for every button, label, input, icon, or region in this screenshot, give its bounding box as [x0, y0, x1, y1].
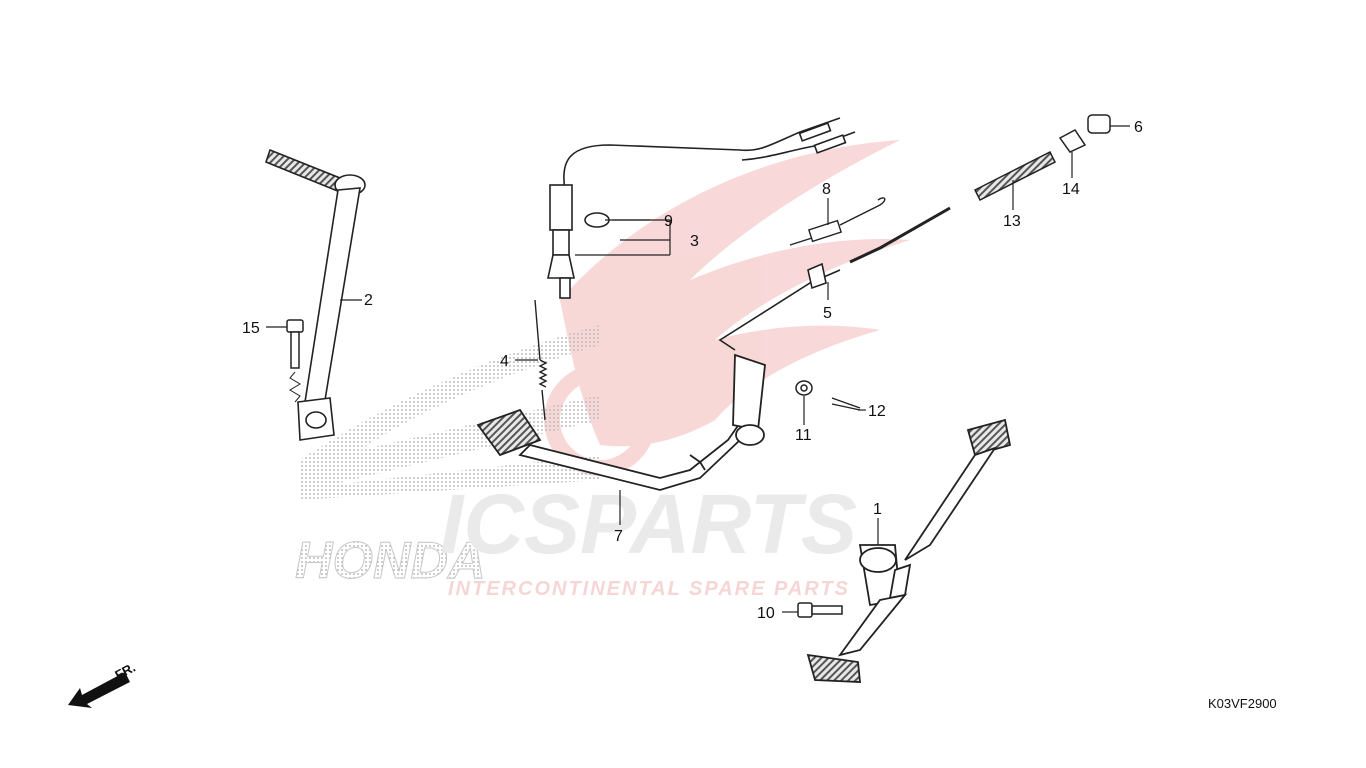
- callout-13: 13: [1003, 213, 1021, 230]
- watermark-tagline: INTERCONTINENTAL SPARE PARTS: [448, 578, 850, 600]
- brake-link-5: [718, 262, 841, 351]
- watermark-honda-wing-icon: [300, 325, 600, 500]
- brake-pedal-7: [476, 353, 766, 491]
- callout-4: 4: [500, 353, 509, 370]
- callout-3: 3: [690, 233, 699, 250]
- brake-rod-13: [849, 114, 1111, 264]
- callout-7: 7: [614, 528, 623, 545]
- callout-5: 5: [823, 305, 832, 322]
- washer-11: [795, 380, 813, 396]
- leader-lines: [266, 125, 1130, 613]
- callout-14: 14: [1062, 181, 1080, 198]
- callout-11: 11: [795, 427, 812, 444]
- callouts: 1 2 3 4 5 6 7 8 9 10 11 12 13 14 15: [242, 119, 1143, 622]
- kick-starter-arm: [265, 148, 366, 441]
- pedal-1: [806, 418, 1012, 683]
- front-direction-indicator: FR.: [68, 660, 138, 708]
- callout-8: 8: [822, 181, 831, 198]
- pin-12: [831, 397, 861, 411]
- watermark: HONDA ICSPARTS INTERCONTINENTAL SPARE PA…: [295, 140, 910, 600]
- spring-8: [789, 197, 886, 246]
- watermark-wing-icon: [560, 140, 910, 447]
- bolt-15: [286, 319, 304, 403]
- arrow-left-down-icon: [68, 672, 130, 708]
- callout-6: 6: [1134, 119, 1143, 136]
- bolt-10: [797, 602, 843, 618]
- watermark-logo-text: ICSPARTS: [440, 477, 857, 571]
- callout-15: 15: [242, 320, 260, 337]
- callout-10: 10: [757, 605, 775, 622]
- callout-9: 9: [664, 213, 673, 230]
- callout-12: 12: [868, 403, 886, 420]
- watermark-brand: HONDA: [295, 532, 486, 590]
- stop-switch-assembly: [547, 117, 856, 299]
- callout-1: 1: [873, 501, 882, 518]
- callout-2: 2: [364, 292, 373, 309]
- diagram-code: K03VF2900: [1208, 696, 1277, 711]
- spring-4: [534, 299, 548, 421]
